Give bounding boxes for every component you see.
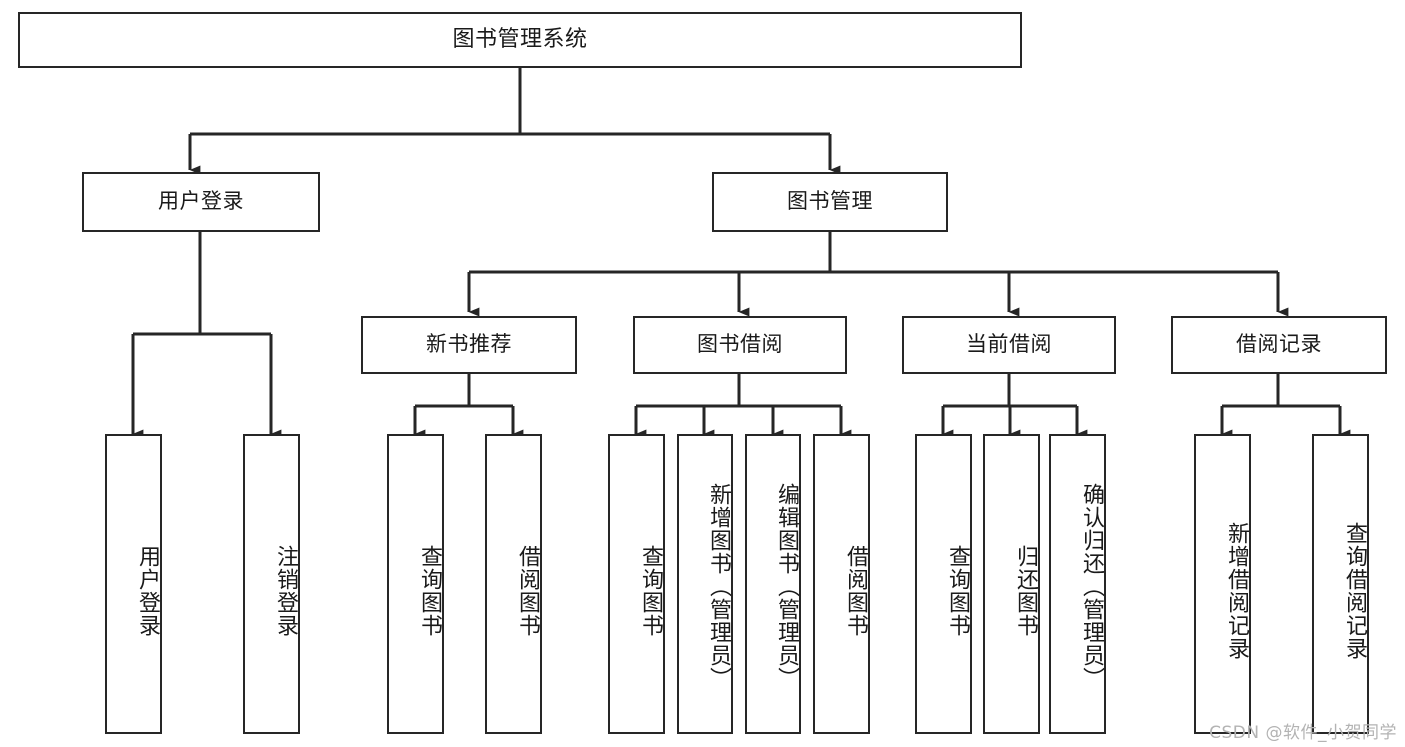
node-book-management[interactable]: 图书管理 (712, 172, 948, 232)
node-book-borrow[interactable]: 图书借阅 (633, 316, 847, 374)
node-new-book-recommend[interactable]: 新书推荐 (361, 316, 577, 374)
leaf-edit-book[interactable]: 编辑图书（管理员） (745, 434, 801, 734)
leaf-user-logout[interactable]: 注销登录 (243, 434, 300, 734)
node-root-book-management-system[interactable]: 图书管理系统 (18, 12, 1022, 68)
node-label: 新增借阅记录 (1224, 522, 1249, 660)
leaf-return-book[interactable]: 归还图书 (983, 434, 1040, 734)
leaf-query-borrow-record[interactable]: 查询借阅记录 (1312, 434, 1369, 734)
node-label: 图书管理 (787, 189, 873, 214)
node-label: 查询借阅记录 (1342, 522, 1367, 660)
node-label: 图书借阅 (697, 332, 783, 357)
node-label: 新增图书（管理员） (706, 482, 731, 690)
node-label: 确认归还（管理员） (1079, 482, 1104, 690)
node-label: 归还图书 (1013, 545, 1038, 637)
node-label: 图书管理系统 (452, 26, 588, 52)
leaf-add-borrow-record[interactable]: 新增借阅记录 (1194, 434, 1251, 734)
leaf-borrow-book[interactable]: 借阅图书 (813, 434, 870, 734)
node-label: 用户登录 (158, 189, 244, 214)
node-label: 用户登录 (135, 545, 160, 637)
node-label: 当前借阅 (966, 332, 1052, 357)
node-label: 查询图书 (417, 545, 442, 637)
node-label: 借阅图书 (843, 545, 868, 637)
node-borrow-record[interactable]: 借阅记录 (1171, 316, 1387, 374)
leaf-user-login[interactable]: 用户登录 (105, 434, 162, 734)
node-label: 查询图书 (945, 545, 970, 637)
leaf-query-book-borrow[interactable]: 查询图书 (608, 434, 665, 734)
watermark-text: CSDN @软件_小贺同学 (1209, 723, 1397, 743)
node-label: 新书推荐 (426, 332, 512, 357)
leaf-query-book-recommend[interactable]: 查询图书 (387, 434, 444, 734)
node-label: 查询图书 (638, 545, 663, 637)
csdn-watermark: CSDN @软件_小贺同学 (1209, 718, 1397, 743)
leaf-confirm-return[interactable]: 确认归还（管理员） (1049, 434, 1106, 734)
node-label: 借阅图书 (515, 545, 540, 637)
leaf-add-book[interactable]: 新增图书（管理员） (677, 434, 733, 734)
node-label: 借阅记录 (1236, 332, 1322, 357)
leaf-borrow-book-recommend[interactable]: 借阅图书 (485, 434, 542, 734)
node-label: 编辑图书（管理员） (774, 482, 799, 690)
node-user-login[interactable]: 用户登录 (82, 172, 320, 232)
node-current-borrow[interactable]: 当前借阅 (902, 316, 1116, 374)
leaf-query-book-current[interactable]: 查询图书 (915, 434, 972, 734)
node-label: 注销登录 (273, 545, 298, 637)
